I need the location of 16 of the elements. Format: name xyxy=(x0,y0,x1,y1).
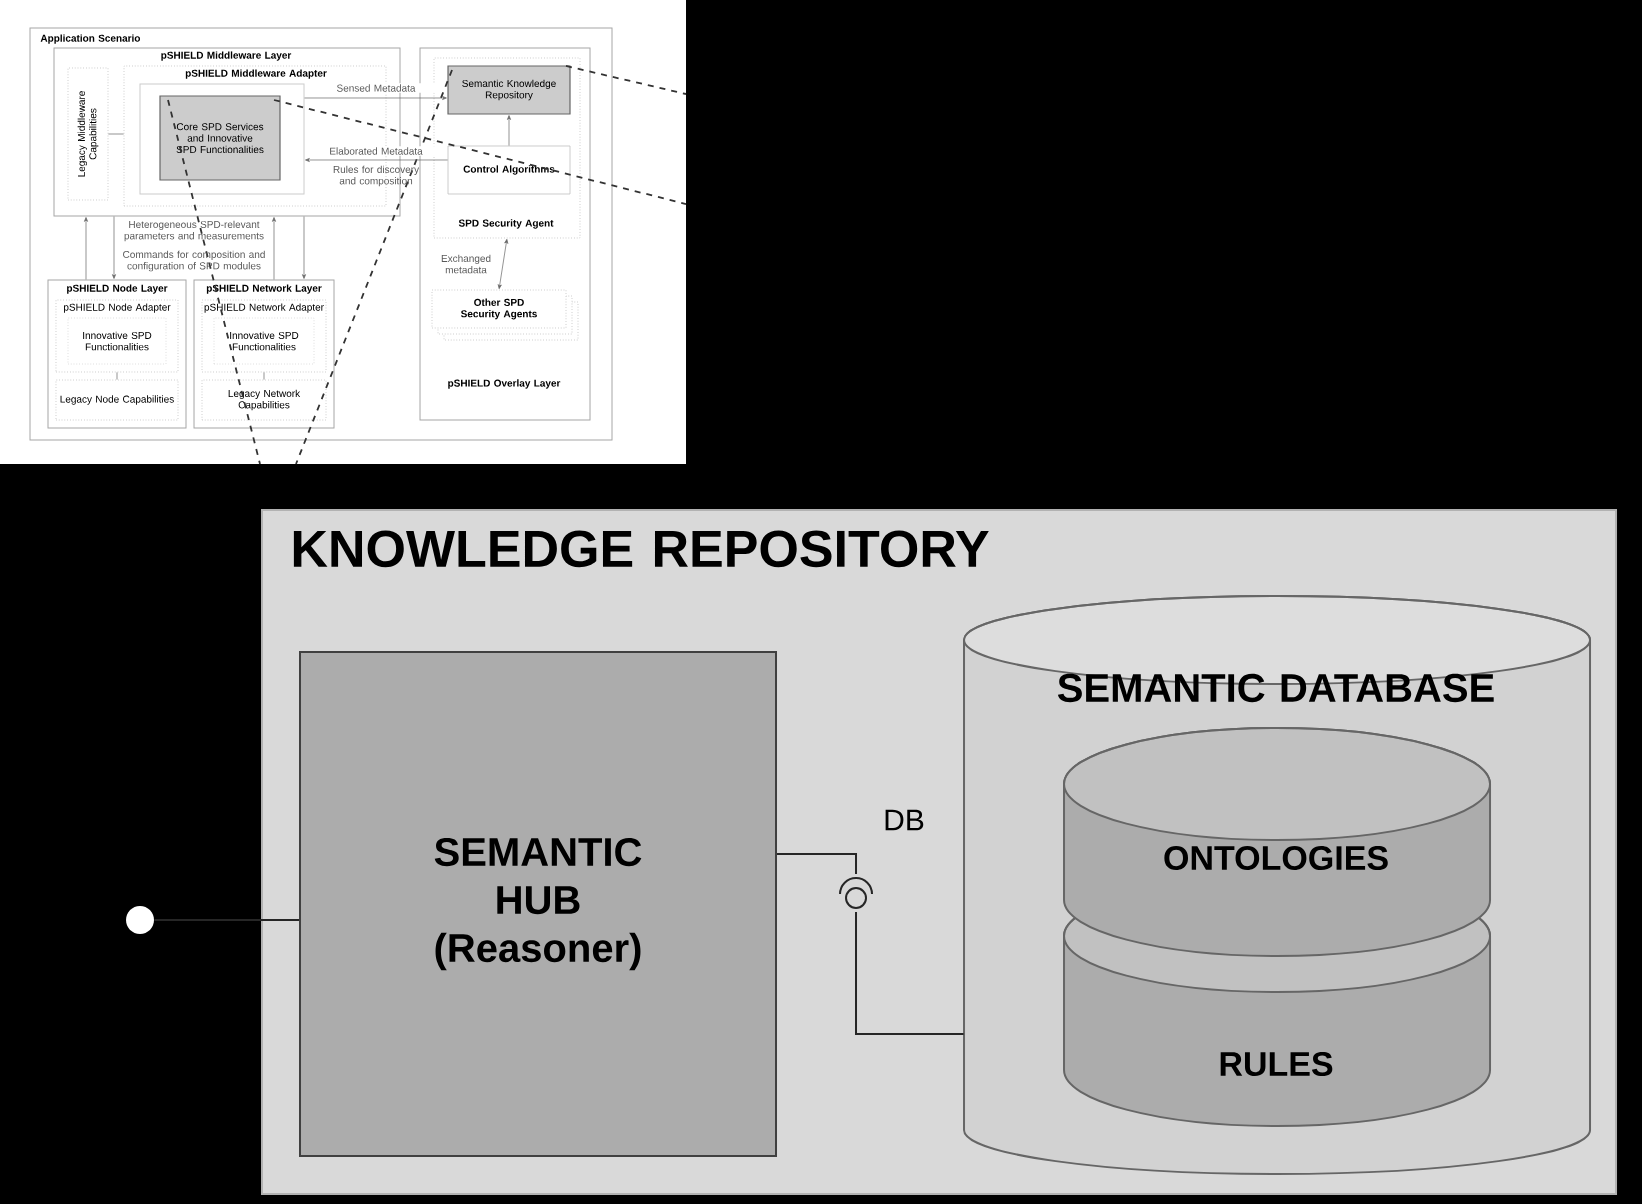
connector xyxy=(272,217,276,280)
connector xyxy=(112,216,116,279)
connector xyxy=(305,158,448,162)
connector xyxy=(776,853,965,1035)
edge-label: DB xyxy=(885,809,924,831)
connector xyxy=(507,115,511,146)
connector xyxy=(497,239,509,290)
connector xyxy=(263,372,265,380)
connector xyxy=(304,96,447,100)
connector xyxy=(116,372,118,380)
connector xyxy=(302,216,306,279)
hub-box: SEMANTIC HUB (Reasoner) xyxy=(299,651,777,1157)
connector xyxy=(153,919,300,921)
terminal-dot xyxy=(126,906,154,934)
connector xyxy=(84,217,88,280)
connector xyxy=(108,133,124,135)
